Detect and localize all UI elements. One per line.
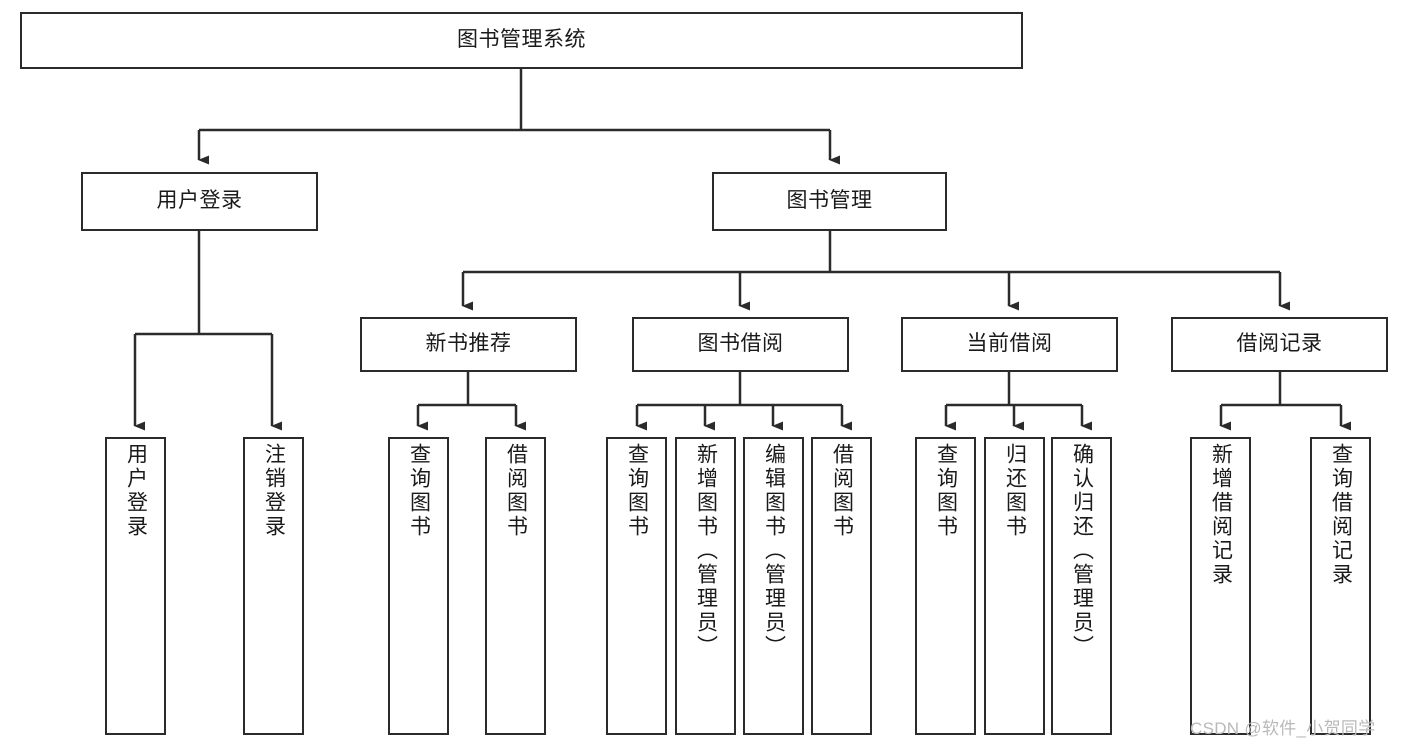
leaf-query-book-newbook[interactable]: 查询图书 [388,437,449,735]
node-user-login-label: 用户登录 [156,189,243,213]
leaf-logout[interactable]: 注销登录 [243,437,304,735]
leaf-logout-label: 注销登录 [262,443,286,539]
leaf-user-login-label: 用户登录 [124,443,148,539]
leaf-query-borrow-record[interactable]: 查询借阅记录 [1310,437,1371,735]
node-book-borrow[interactable]: 图书借阅 [632,317,849,372]
leaf-query-borrow-record-label: 查询借阅记录 [1329,443,1353,587]
leaf-borrow-book-newbook[interactable]: 借阅图书 [485,437,546,735]
leaf-user-login[interactable]: 用户登录 [105,437,166,735]
leaf-add-book-admin[interactable]: 新增图书（管理员） [675,437,736,735]
leaf-add-borrow-record-label: 新增借阅记录 [1209,443,1233,587]
node-borrow-records-label: 借阅记录 [1236,332,1323,356]
node-borrow-records[interactable]: 借阅记录 [1171,317,1388,372]
node-book-management[interactable]: 图书管理 [712,172,947,231]
leaf-return-book[interactable]: 归还图书 [984,437,1045,735]
leaf-return-book-label: 归还图书 [1003,443,1027,539]
node-root-label: 图书管理系统 [457,28,586,52]
leaf-query-book-current-label: 查询图书 [934,443,958,539]
leaf-query-book-newbook-label: 查询图书 [407,443,431,539]
leaf-query-book-current[interactable]: 查询图书 [915,437,976,735]
node-user-login[interactable]: 用户登录 [81,172,318,231]
node-root[interactable]: 图书管理系统 [20,12,1023,69]
leaf-borrow-book[interactable]: 借阅图书 [811,437,872,735]
leaf-add-book-admin-label: 新增图书（管理员） [694,443,718,659]
leaf-edit-book-admin-label: 编辑图书（管理员） [762,443,786,659]
node-new-book-recommend[interactable]: 新书推荐 [360,317,577,372]
node-book-management-label: 图书管理 [786,189,873,213]
node-new-book-recommend-label: 新书推荐 [425,332,512,356]
leaf-edit-book-admin[interactable]: 编辑图书（管理员） [743,437,804,735]
leaf-confirm-return-admin-label: 确认归还（管理员） [1070,443,1094,659]
node-current-borrow[interactable]: 当前借阅 [901,317,1118,372]
leaf-borrow-book-label: 借阅图书 [830,443,854,539]
leaf-query-book-borrow[interactable]: 查询图书 [606,437,667,735]
leaf-add-borrow-record[interactable]: 新增借阅记录 [1190,437,1251,735]
leaf-confirm-return-admin[interactable]: 确认归还（管理员） [1051,437,1112,735]
leaf-borrow-book-newbook-label: 借阅图书 [504,443,528,539]
leaf-query-book-borrow-label: 查询图书 [625,443,649,539]
node-book-borrow-label: 图书借阅 [697,332,784,356]
node-current-borrow-label: 当前借阅 [966,332,1053,356]
